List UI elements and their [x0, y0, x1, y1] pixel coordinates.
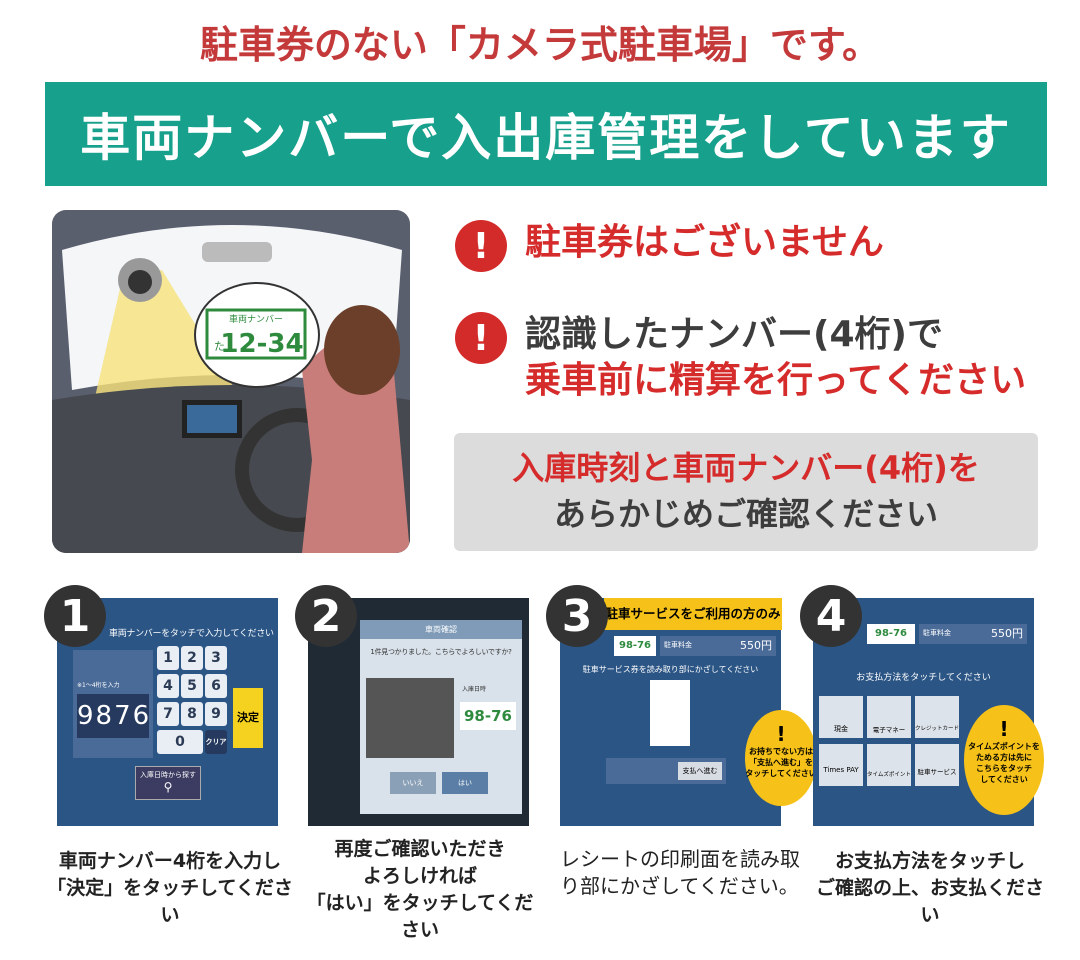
exclamation-icon: !	[455, 312, 507, 364]
times-point-button[interactable]: タイムズポイント	[867, 744, 911, 786]
yes-button[interactable]: はい	[442, 772, 488, 794]
fee-label: 駐車料金	[923, 629, 951, 637]
exclamation-icon: !	[999, 717, 1009, 741]
plate: 98-76	[460, 702, 516, 730]
plate: 98-76	[867, 624, 915, 644]
bullet-text: 駐車券はございません	[525, 222, 884, 263]
key-8[interactable]: 8	[181, 702, 203, 726]
banner: 車両ナンバーで入出庫管理をしています	[45, 82, 1047, 186]
key-0[interactable]: 0	[157, 730, 203, 754]
dialog-title: 車両確認	[360, 620, 522, 639]
step4-caption: お支払方法をタッチしご確認の上、お支払ください	[815, 850, 1044, 926]
pay-cash-button[interactable]: 現金	[819, 696, 863, 738]
bullet-no-ticket: ! 駐車券はございません	[455, 220, 884, 272]
search-by-date-button[interactable]: 入庫日時から探す⚲	[135, 766, 201, 800]
confirm-button[interactable]: 決定	[233, 688, 263, 748]
key-7[interactable]: 7	[157, 702, 179, 726]
parking-service-button[interactable]: 駐車サービス	[915, 744, 959, 786]
entry-label: 入庫日時	[462, 686, 487, 693]
car-interior-illustration: 車両ナンバー た 12-34	[52, 210, 410, 553]
step2-screen: 車両確認 1件見つかりました。こちらでよろしいですか? 入庫日時 98-76 い…	[308, 598, 529, 826]
step1-screen: 車両ナンバーをタッチで入力してください ※1〜4桁を入力 9876 1 2 3 …	[57, 598, 278, 826]
hint: ※1〜4桁を入力	[77, 682, 120, 689]
service-ticket-image	[650, 680, 690, 746]
fee: 550	[991, 627, 1012, 640]
bullet-text: 認識したナンバー(4桁)で	[525, 314, 943, 355]
no-button[interactable]: いいえ	[390, 772, 436, 794]
plate: 98-76	[614, 636, 656, 656]
step-number: 4	[800, 585, 862, 647]
key-3[interactable]: 3	[205, 646, 227, 670]
instruction: お支払方法をタッチしてください	[856, 673, 991, 683]
clear-button[interactable]: クリア	[205, 730, 227, 754]
plate-label: 車両ナンバー	[229, 313, 283, 325]
key-1[interactable]: 1	[157, 646, 179, 670]
note-line: あらかじめご確認ください	[553, 495, 938, 533]
step3-caption: レシートの印刷面を読み取り部にかざしてください。	[560, 847, 800, 898]
callout-no-ticket: !お持ちでない方は「支払へ進む」をタッチしてください	[745, 710, 817, 806]
pay-emoney-button[interactable]: 電子マネー	[867, 696, 911, 738]
pay-credit-button[interactable]: クレジットカード	[915, 696, 959, 738]
confirm-note: 入庫時刻と車両ナンバー(4桁)を あらかじめご確認ください	[454, 433, 1038, 551]
plate-kana: た	[214, 340, 225, 353]
key-2[interactable]: 2	[181, 646, 203, 670]
pay-timespay-button[interactable]: Times PAY	[819, 744, 863, 786]
bullet-text: 乗車前に精算を行ってください	[525, 360, 1027, 401]
instruction: 駐車サービス券を読み取り部にかざしてください	[582, 665, 759, 674]
fee: 550	[740, 639, 761, 652]
screen-title: 車両ナンバーをタッチで入力してください	[109, 629, 274, 639]
step2-caption: 再度ご確認いただきよろしければ「はい」をタッチしてください	[306, 838, 534, 941]
fee-label: 駐車料金	[664, 641, 692, 649]
step-number: 3	[546, 585, 608, 647]
dialog-question: 1件見つかりました。こちらでよろしいですか?	[370, 648, 512, 656]
key-4[interactable]: 4	[157, 674, 179, 698]
entered-digits: 9876	[77, 694, 149, 738]
step1-caption: 車両ナンバー4桁を入力し「決定」をタッチしてください	[47, 850, 293, 926]
key-5[interactable]: 5	[181, 674, 203, 698]
step-number: 1	[44, 585, 106, 647]
exclamation-icon: !	[455, 220, 507, 272]
step-number: 2	[295, 585, 357, 647]
exclamation-icon: !	[776, 722, 786, 746]
page-title: 駐車券のない「カメラ式駐車場」です。	[199, 23, 881, 67]
proceed-to-payment-button[interactable]: 支払へ進む	[678, 762, 722, 780]
search-icon: ⚲	[163, 780, 173, 794]
note-line: 入庫時刻と車両ナンバー(4桁)を	[512, 449, 980, 487]
key-6[interactable]: 6	[205, 674, 227, 698]
key-9[interactable]: 9	[205, 702, 227, 726]
bullet-pay-before: ! 認識したナンバー(4桁)で 乗車前に精算を行ってください	[455, 312, 1026, 404]
plate-number: 12-34	[220, 329, 303, 359]
callout-times-point: !タイムズポイントをためる方は先にこちらをタッチしてください	[964, 705, 1044, 815]
service-only-banner: 駐車サービスをご利用の方のみ	[604, 598, 782, 630]
